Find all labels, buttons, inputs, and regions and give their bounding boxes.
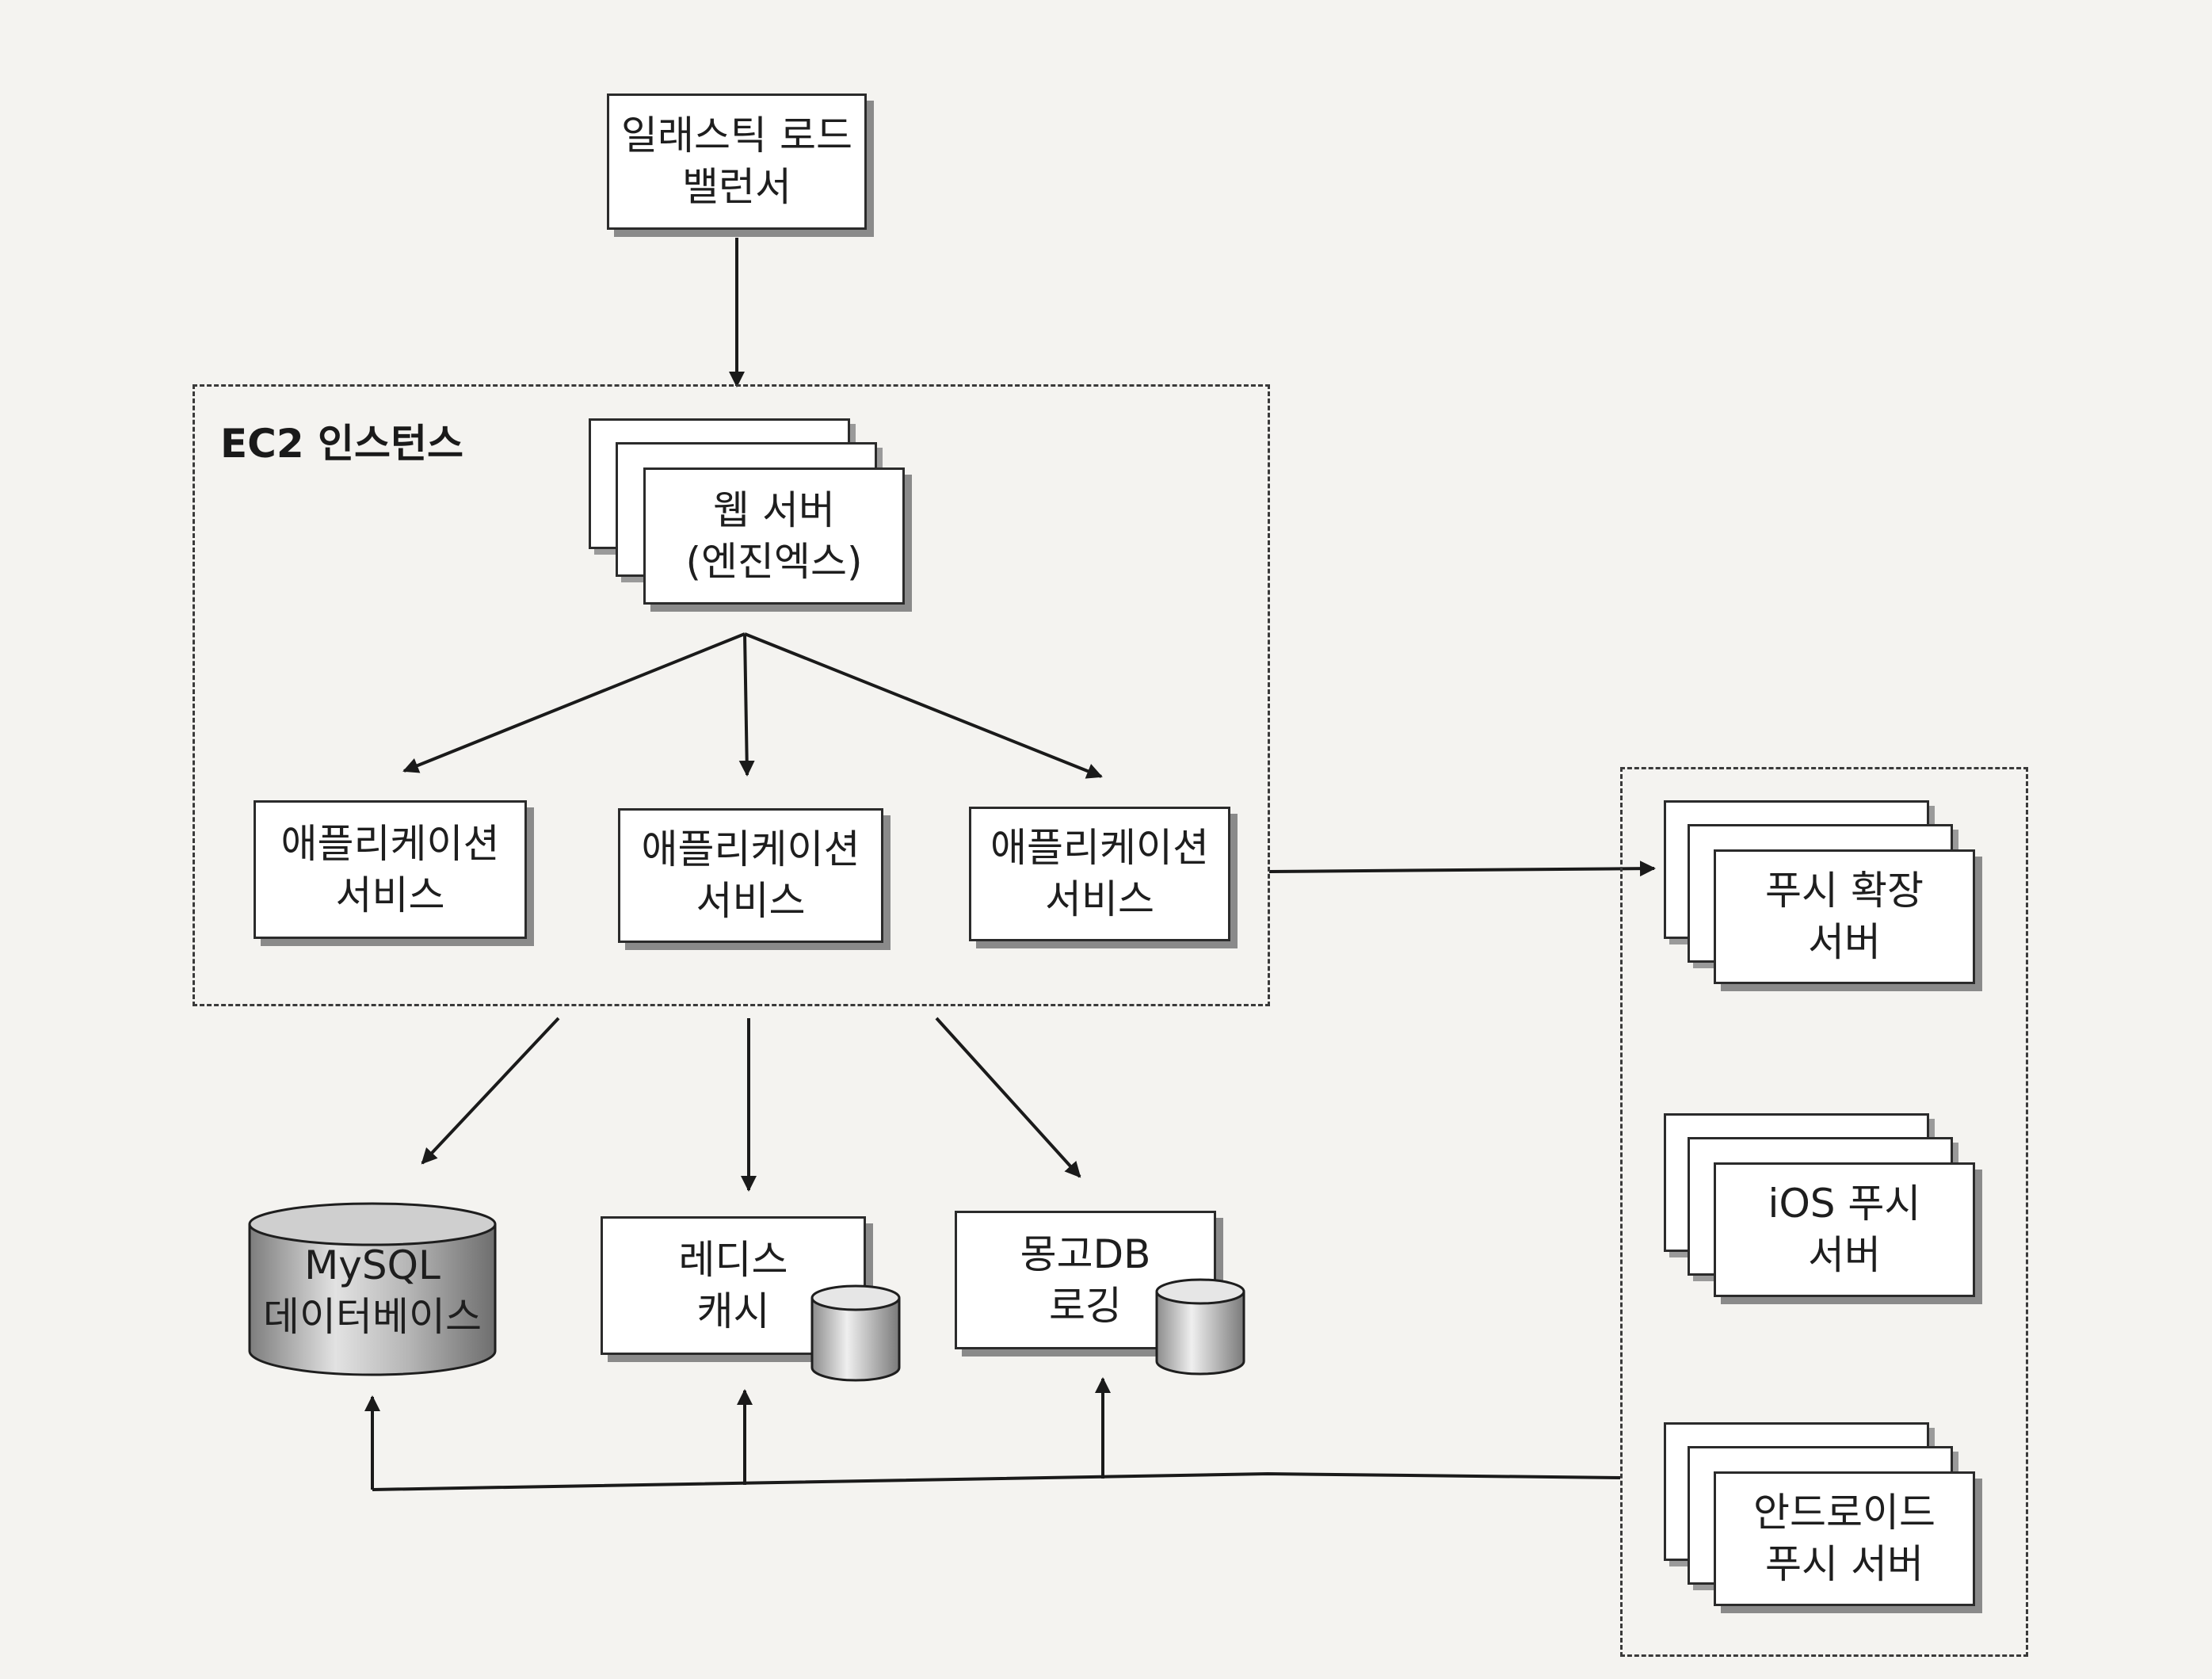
ec2-instance-region (193, 384, 1270, 1006)
app-service-label-line1: 애플리케이션 (280, 820, 500, 867)
arrow-web-to-app1 (402, 632, 746, 773)
ios-push-server-box: iOS 푸시 서버 (1714, 1162, 1975, 1297)
arrow-ec2-to-mongodb (935, 1017, 1081, 1178)
redis-label-line1: 레디스 (678, 1236, 788, 1283)
arrow-ec2-to-mysql (421, 1017, 560, 1165)
android-push-label-line2: 푸시 서버 (1765, 1541, 1924, 1587)
ios-push-label-line2: 서버 (1808, 1232, 1881, 1278)
push-server-region (1620, 767, 2028, 1657)
web-server-box: 웹 서버 (엔진엑스) (643, 467, 905, 605)
mongodb-label-line2: 로깅 (1049, 1282, 1122, 1329)
arrow-web-to-app2 (738, 633, 755, 777)
load-balancer-label-line2: 밸런서 (682, 164, 791, 210)
load-balancer-box: 일래스틱 로드 밸런서 (607, 93, 867, 230)
android-push-server-box: 안드로이드 푸시 서버 (1714, 1471, 1975, 1606)
ec2-region-label: EC2 인스턴스 (220, 421, 464, 467)
arrow-ec2-to-push (1268, 860, 1656, 877)
mongodb-label-line1: 몽고DB (1020, 1231, 1151, 1277)
mysql-database-cylinder (248, 1202, 497, 1376)
mysql-label: MySQL 데이터베이스 (246, 1236, 499, 1347)
web-server-label-line2: (엔진엑스) (685, 538, 863, 585)
redis-label-line2: 캐시 (696, 1288, 770, 1334)
android-push-label-line1: 안드로이드 (1753, 1490, 1936, 1536)
app-service-box-3: 애플리케이션 서비스 (969, 807, 1230, 941)
mongodb-storage-icon (1155, 1278, 1245, 1376)
web-server-label-line1: 웹 서버 (713, 487, 835, 533)
arrow-web-to-app3 (744, 632, 1103, 779)
ios-push-label-line1: iOS 푸시 (1768, 1181, 1921, 1227)
redis-storage-icon (810, 1284, 901, 1382)
push-extension-server-box: 푸시 확장 서버 (1714, 849, 1975, 984)
app-service-label-line1: 애플리케이션 (990, 825, 1209, 871)
mysql-label-line2: 데이터베이스 (263, 1294, 482, 1340)
app-service-box-2: 애플리케이션 서비스 (618, 808, 883, 943)
push-extension-label-line2: 서버 (1808, 919, 1881, 965)
mysql-label-line1: MySQL (304, 1242, 440, 1288)
app-service-label-line2: 서비스 (335, 872, 445, 918)
app-service-label-line1: 애플리케이션 (641, 826, 860, 872)
android-return-line (372, 1471, 1621, 1491)
app-service-label-line2: 서비스 (696, 878, 806, 924)
app-service-label-line2: 서비스 (1045, 876, 1154, 922)
push-extension-label-line1: 푸시 확장 (1765, 868, 1924, 914)
load-balancer-label-line1: 일래스틱 로드 (621, 113, 852, 158)
app-service-box-1: 애플리케이션 서비스 (254, 800, 527, 939)
